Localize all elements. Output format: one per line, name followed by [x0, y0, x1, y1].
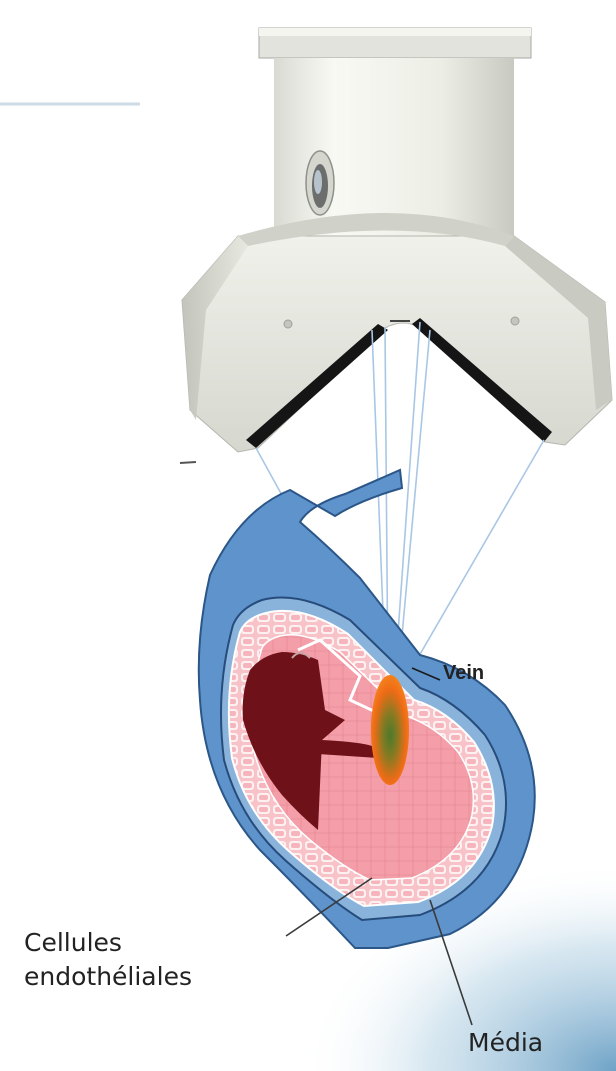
endothelial-cells-label: Cellules endothéliales [24, 926, 192, 994]
connector-port-icon [306, 151, 334, 215]
media-label: Média [468, 1027, 543, 1058]
focal-zone [371, 675, 409, 785]
vein-label: Vein [443, 661, 484, 686]
transducer-device [182, 28, 612, 452]
